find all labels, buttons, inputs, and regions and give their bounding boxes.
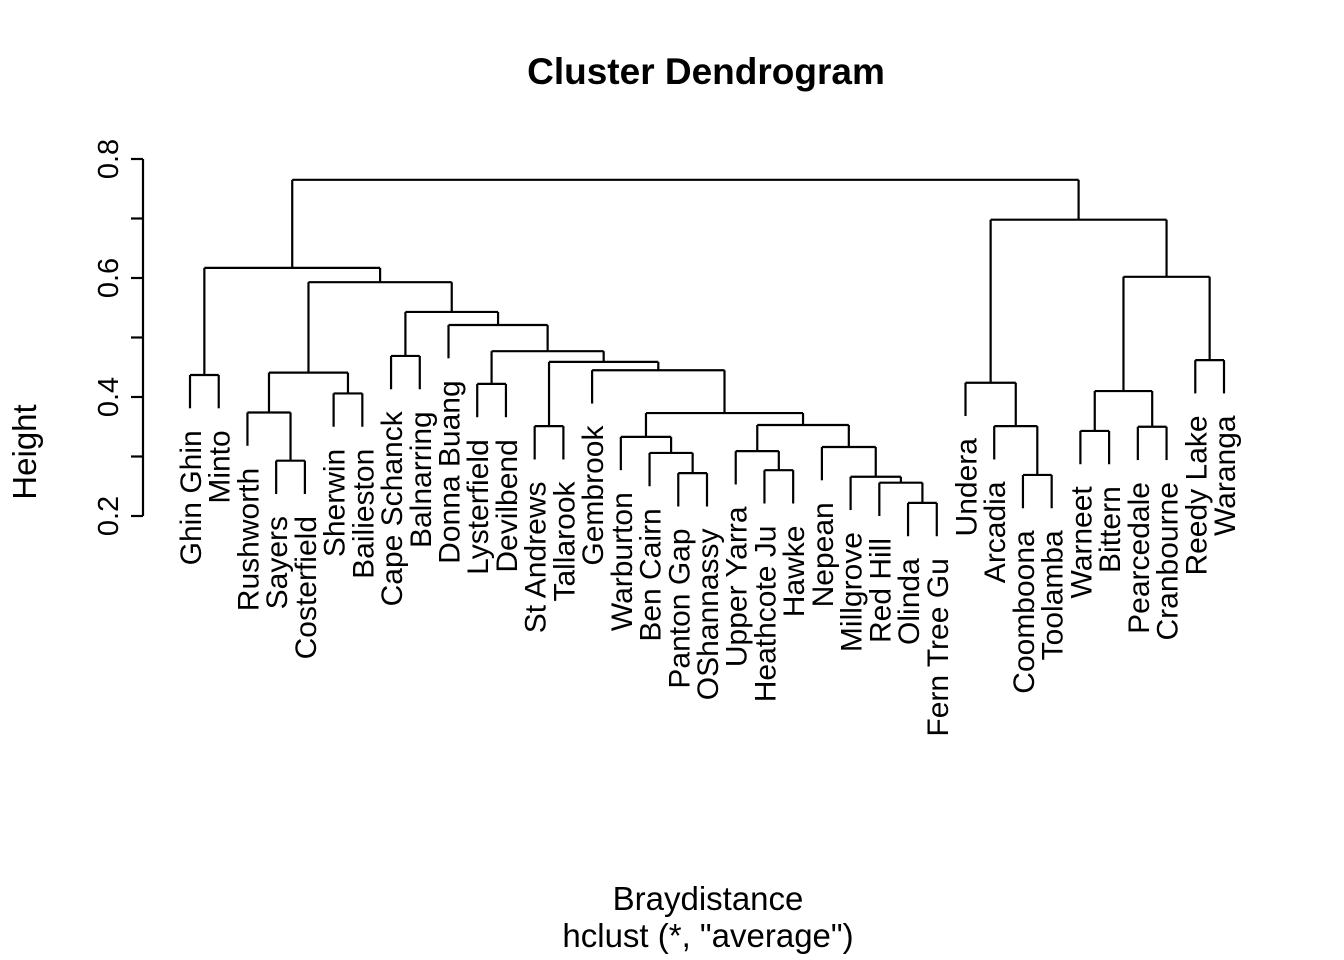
leaf-label: Tallarook — [548, 480, 581, 601]
leaf-label: Minto — [204, 430, 237, 503]
y-axis-tick-label: 0.4 — [93, 377, 125, 417]
leaf-label: Cape Schanck — [376, 410, 409, 606]
leaf-label: Lysterfield — [462, 439, 495, 575]
leaf-label: Bailieston — [347, 449, 380, 579]
leaf-label: Olinda — [893, 558, 926, 645]
leaf-label: Ghin Ghin — [175, 430, 208, 565]
leaf-label: Gembrook — [577, 425, 610, 566]
leaf-label: Sayers — [261, 516, 294, 609]
leaf-label: Donna Buang — [434, 380, 467, 564]
leaf-label: Devilbend — [491, 439, 524, 572]
leaf-label: Warneet — [1065, 486, 1098, 599]
y-axis: 0.2 0.4 0.6 0.8 — [93, 139, 145, 536]
y-axis-tick-label: 0.6 — [93, 258, 125, 298]
leaf-label: St Andrews — [520, 481, 553, 633]
leaf-label: Balnarring — [405, 411, 438, 548]
leaf-label: Fern Tree Gu — [922, 558, 955, 736]
leaf-label: Hawke — [778, 526, 811, 618]
leaf-label: Bittern — [1094, 486, 1127, 573]
x-axis-subtitle: hclust (*, "average") — [562, 917, 853, 954]
leaf-label: Waranga — [1209, 415, 1242, 536]
leaf-label: Rushworth — [232, 468, 265, 611]
leaf-label: Costerfield — [290, 516, 323, 659]
leaf-label: Ben Cairn — [635, 508, 668, 641]
leaf-label: Cranbourne — [1152, 482, 1185, 640]
dendrogram-links — [188, 178, 1226, 537]
y-axis-title: Height — [6, 404, 43, 499]
leaf-label: Panton Gap — [663, 528, 696, 688]
leaf-label: Upper Yarra — [721, 506, 754, 667]
leaf-label: Coomboona — [1008, 530, 1041, 694]
chart-title: Cluster Dendrogram — [527, 51, 885, 92]
leaf-label: Heathcote Ju — [749, 526, 782, 703]
leaf-label: Undera — [951, 438, 984, 537]
leaf-label: Sherwin — [319, 449, 352, 557]
y-axis-tick-label: 0.2 — [93, 496, 125, 536]
x-axis-title: Braydistance — [613, 880, 804, 917]
leaf-label: OShannassy — [692, 528, 725, 700]
leaf-label: Arcadia — [979, 481, 1012, 583]
leaf-label: Nepean — [807, 502, 840, 607]
leaf-label: Toolamba — [1037, 530, 1070, 660]
leaf-label: Pearcedale — [1123, 482, 1156, 634]
leaf-label: Reedy Lake — [1180, 415, 1213, 575]
leaf-label: Warburton — [606, 492, 639, 631]
leaf-label: Millgrove — [836, 532, 869, 652]
y-axis-tick-label: 0.8 — [93, 139, 125, 179]
leaf-label: Red Hill — [864, 538, 897, 643]
